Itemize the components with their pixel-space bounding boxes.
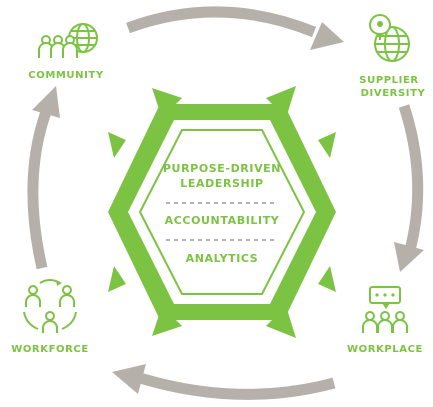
cycle-arrowhead-left [32,86,60,118]
hex-arrow-right-bottom [318,266,336,292]
people-cycle-icon [23,279,77,333]
label-workforce: WORKFORCE [11,344,89,355]
cycle-arrows [27,6,424,400]
cycle-arrow-left [27,110,52,270]
cycle-arrowhead-bottom [112,364,146,394]
hex-arrow-right-top [318,132,336,158]
hex-arrow-bottom-left [152,306,182,336]
center-accountability: ACCOUNTABILITY [165,214,280,227]
hex-arrow-left-bottom [108,266,126,292]
center-title-line1: PURPOSE-DRIVEN [163,162,281,175]
hex-arrow-left-top [108,132,126,158]
globe-pin-icon [368,14,410,62]
center-title-line2: LEADERSHIP [180,177,263,190]
label-diversity: DIVERSITY [361,88,426,99]
cycle-arrow-top [126,6,317,38]
hex-arrow-bottom-right [266,306,296,338]
hexagon-inner [128,120,316,304]
cycle-arrowhead-right [394,242,424,272]
hex-arrow-top-left [152,88,182,118]
globe-people-icon [38,23,98,58]
hex-arrow-top-right [266,86,296,118]
label-supplier: SUPPLIER [359,75,418,86]
hexagon-core-outline [138,129,306,295]
cycle-arrow-right [398,104,424,252]
center-hexagon [108,86,336,338]
center-analytics: ANALYTICS [186,252,259,265]
label-workplace: WORKPLACE [347,344,423,355]
cycle-arrow-bottom [138,372,336,400]
label-community: COMMUNITY [28,70,104,81]
cycle-arrowhead-top [310,22,344,50]
team-chat-icon [362,286,408,333]
